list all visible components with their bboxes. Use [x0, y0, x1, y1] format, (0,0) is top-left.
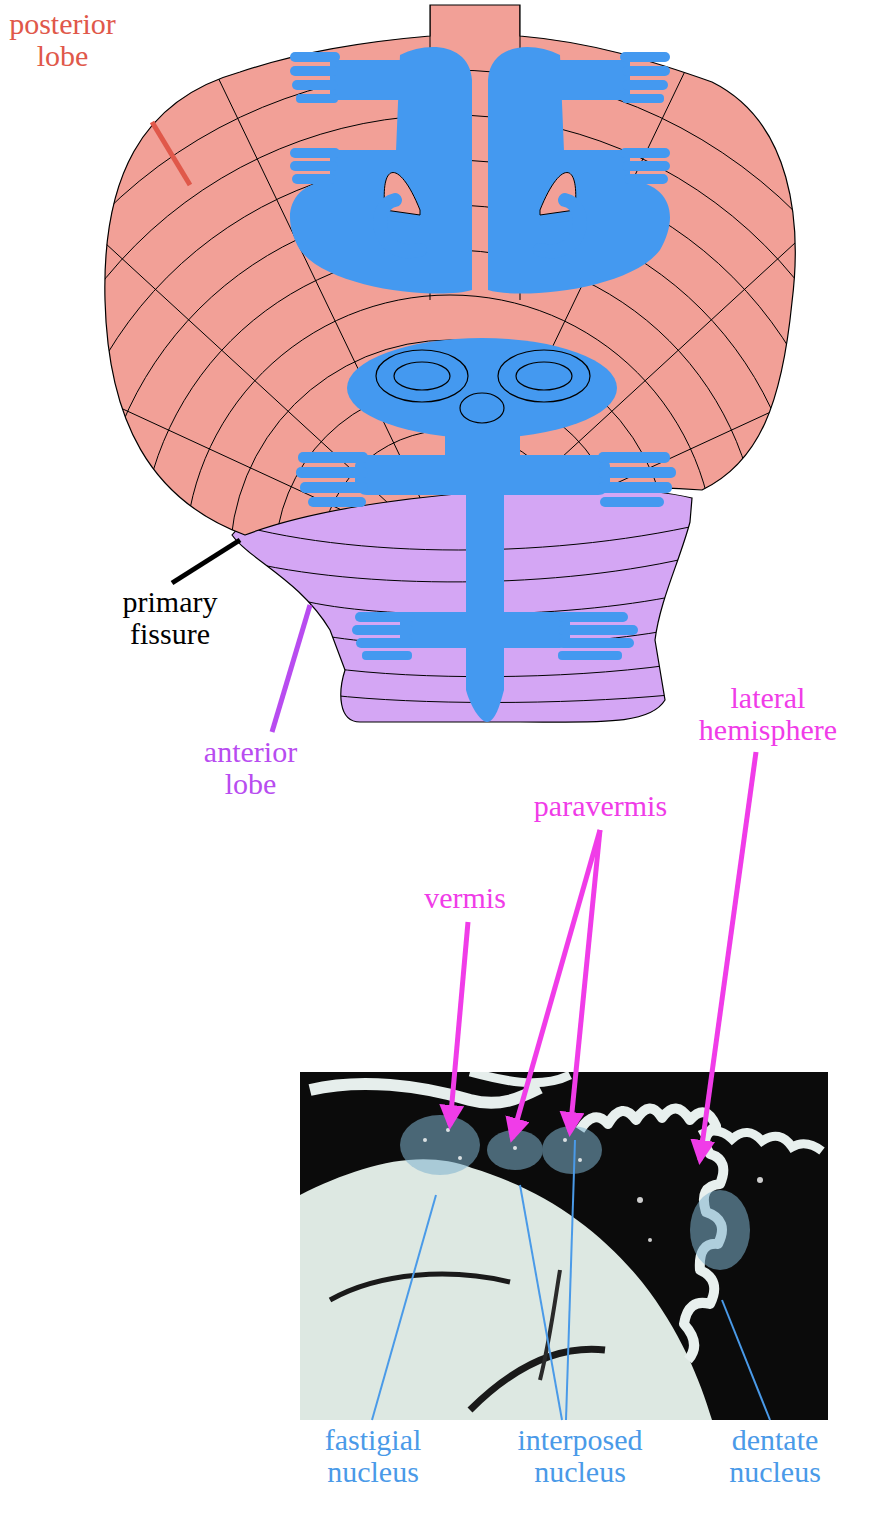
cerebellum-section-photo: [300, 1072, 828, 1420]
part-label: lateral hemisphere: [688, 682, 848, 745]
part-label: fastigial nucleus: [298, 1424, 448, 1487]
part-label: dentate nucleus: [705, 1424, 845, 1487]
part-label: posterior lobe: [0, 8, 125, 71]
leader-lines: [152, 122, 770, 1420]
homunculus: [290, 47, 676, 722]
posterior-lobe-shape: [0, 0, 870, 1050]
part-label: anterior lobe: [183, 736, 318, 799]
part-label: paravermis: [518, 790, 683, 822]
part-label: interposed nucleus: [490, 1424, 670, 1487]
part-label: primary fissure: [105, 586, 235, 649]
part-label: vermis: [410, 882, 520, 914]
